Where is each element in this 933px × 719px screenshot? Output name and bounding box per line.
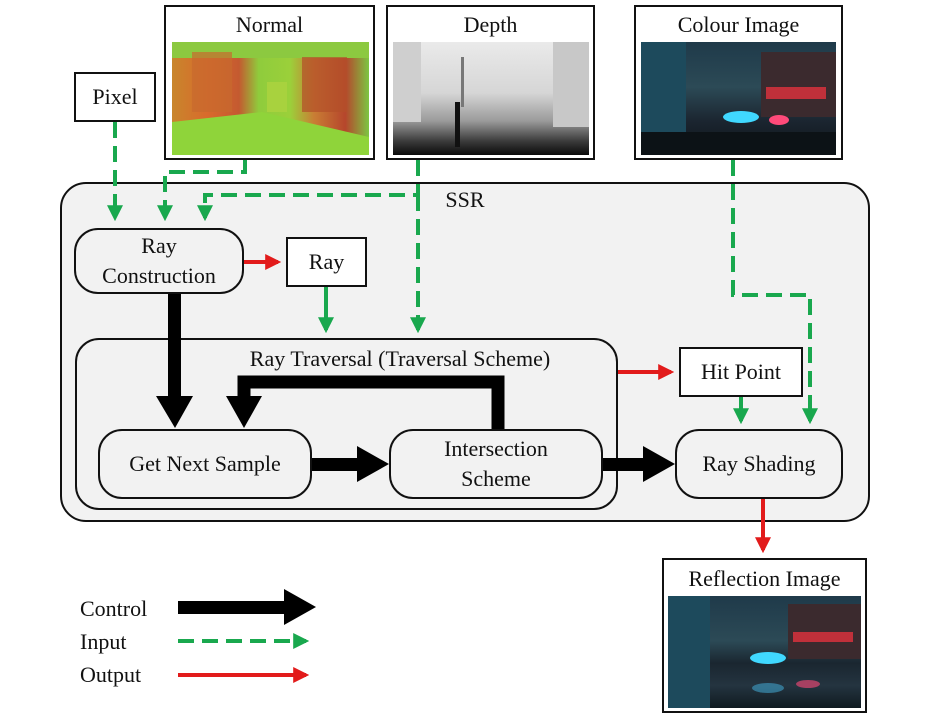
normal-label: Normal xyxy=(235,12,304,37)
ray-box: Ray xyxy=(286,237,367,287)
loop-back-shaft xyxy=(237,375,505,429)
intersection-scheme-label: Intersection Scheme xyxy=(444,436,548,491)
colour-image xyxy=(641,42,836,155)
reflection-image-detail xyxy=(668,596,861,708)
intersection-scheme-box: Intersection Scheme xyxy=(389,429,603,499)
colour-label: Colour Image xyxy=(677,12,800,37)
normal-map-image xyxy=(172,42,369,155)
hit-point-box: Hit Point xyxy=(679,347,803,397)
reflection-image xyxy=(668,596,861,708)
pixel-box: Pixel xyxy=(74,72,156,122)
ray-shading-box: Ray Shading xyxy=(675,429,843,499)
get-next-sample-box: Get Next Sample xyxy=(98,429,312,499)
ray-construction-box: Ray Construction xyxy=(74,228,244,294)
ray-construction-label: Ray Construction xyxy=(102,233,216,288)
ray-construction-to-sample-head xyxy=(156,396,193,428)
ray-label: Ray xyxy=(308,249,345,274)
depth-map-detail xyxy=(393,42,589,147)
depth-to-ray-construction-arrow xyxy=(197,160,420,222)
legend-control-label: Control xyxy=(80,596,148,621)
legend-control-head xyxy=(284,589,316,625)
ray-shading-label: Ray Shading xyxy=(702,451,816,476)
pixel-label: Pixel xyxy=(92,84,138,109)
legend-output-label: Output xyxy=(80,662,142,687)
normal-map-detail xyxy=(172,52,369,155)
colour-image-detail xyxy=(641,42,836,155)
sample-to-intersection-shaft xyxy=(312,458,357,471)
reflection-label: Reflection Image xyxy=(688,566,841,591)
intersection-to-shading-shaft xyxy=(603,458,643,471)
ray-construction-to-sample-shaft xyxy=(168,294,181,396)
traversal-title: Ray Traversal (Traversal Scheme) xyxy=(249,346,551,371)
legend-control-line xyxy=(178,601,284,614)
hit-point-label: Hit Point xyxy=(700,359,782,384)
ssr-title: SSR xyxy=(445,187,485,212)
legend-lines xyxy=(178,589,316,683)
sample-to-intersection-head xyxy=(357,446,389,482)
get-next-sample-label: Get Next Sample xyxy=(129,451,281,476)
depth-map-image xyxy=(393,42,589,155)
legend-input-label: Input xyxy=(80,629,127,654)
loop-back-head xyxy=(226,396,262,428)
intersection-to-shading-head xyxy=(643,446,675,482)
colour-to-ray-shading-arrow xyxy=(731,160,818,425)
control-arrows xyxy=(156,294,675,482)
normal-to-ray-construction-arrow xyxy=(157,160,247,222)
depth-label: Depth xyxy=(463,12,518,37)
